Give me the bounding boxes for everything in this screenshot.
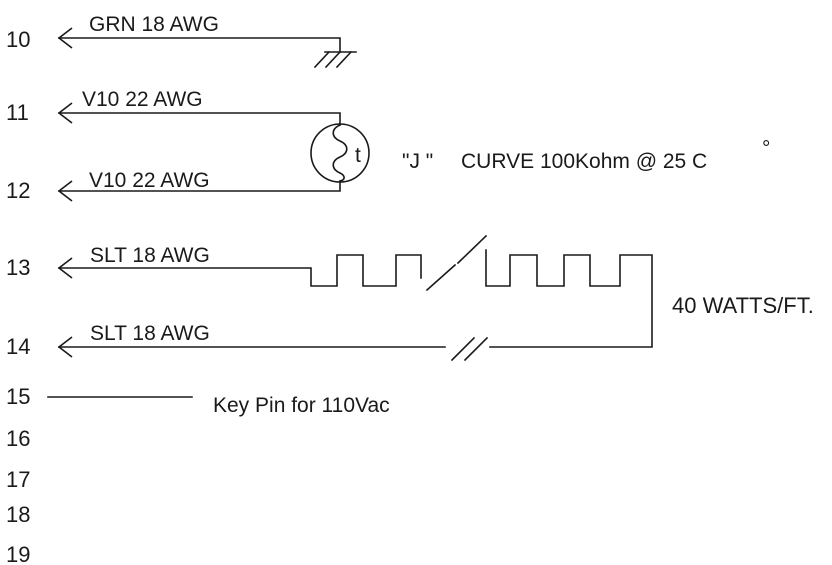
thermistor-wire-12 <box>58 180 341 192</box>
pin-number-12: 12 <box>6 178 30 203</box>
pin-number-10: 10 <box>6 27 30 52</box>
thermistor-icon <box>310 123 370 183</box>
wire-label-13: SLT 18 AWG <box>90 244 210 267</box>
wire-label-14: SLT 18 AWG <box>90 322 210 345</box>
heater-element <box>485 249 653 348</box>
pin-number-14: 14 <box>6 334 30 359</box>
thermistor-symbol: t <box>355 144 361 167</box>
pin-number-13: 13 <box>6 255 30 280</box>
heater-rating: 40 WATTS/FT. <box>672 293 814 318</box>
wire-label-12: V10 22 AWG <box>89 169 210 192</box>
key-pin-label: Key Pin for 110Vac <box>213 394 390 417</box>
heater-wire-13 <box>58 254 422 287</box>
ground-icon <box>313 50 357 69</box>
heater-rating-number: 40 <box>672 293 696 318</box>
thermistor-curve-label: CURVE 100Kohm @ 25 C <box>461 150 707 173</box>
break-mark-icon-2b <box>463 336 489 362</box>
break-mark-icon-1b <box>456 234 488 265</box>
heater-rating-unit: WATTS/FT. <box>703 293 814 318</box>
pin-number-19: 19 <box>6 542 30 565</box>
pin-number-16: 16 <box>6 426 30 451</box>
break-mark-icon-2a <box>450 336 476 362</box>
pin-number-17: 17 <box>6 467 30 492</box>
pin-number-18: 18 <box>6 502 30 527</box>
thermistor-wire-11 <box>58 112 341 126</box>
break-mark-icon-1a <box>425 263 457 292</box>
degree-symbol: ° <box>762 137 770 160</box>
pin-number-15: 15 <box>6 384 30 409</box>
wire-label-10: GRN 18 AWG <box>89 13 219 36</box>
ground-wire <box>58 37 341 53</box>
thermistor-type-label: "J " <box>402 150 433 173</box>
pin-number-11: 11 <box>6 100 29 125</box>
wire-label-11: V10 22 AWG <box>82 88 203 111</box>
